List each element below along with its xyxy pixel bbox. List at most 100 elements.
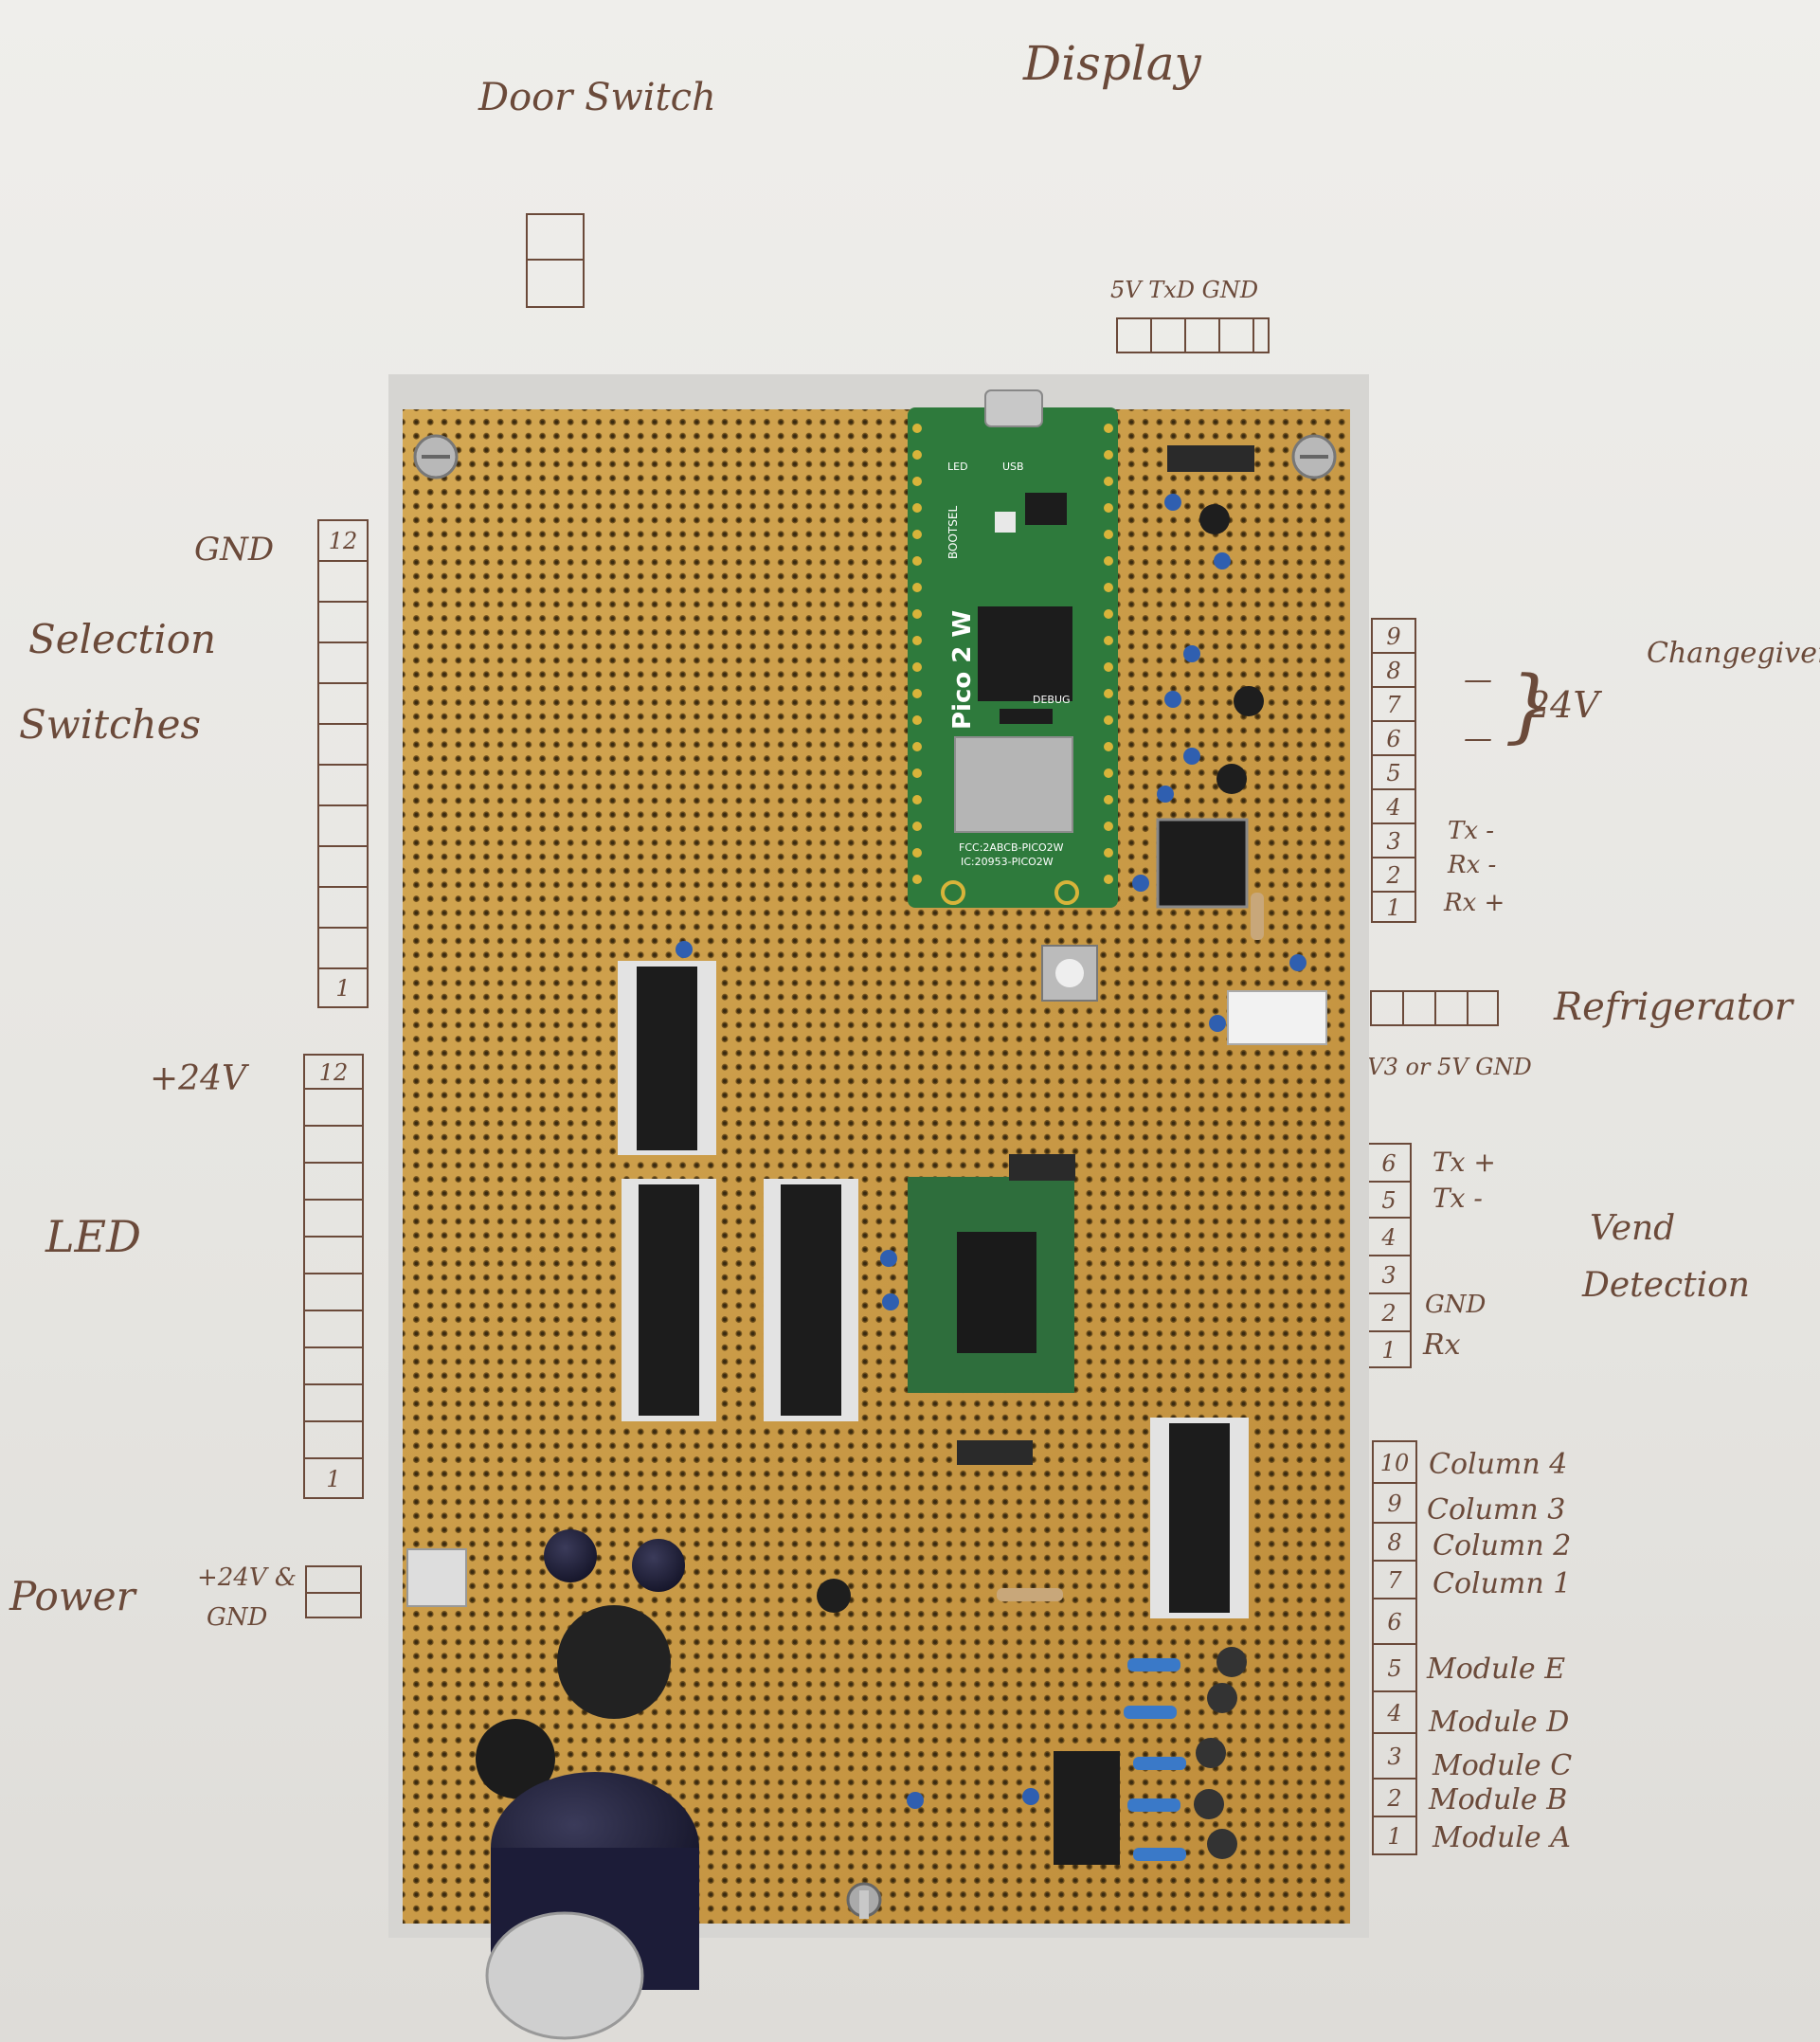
changegiver-pin-2: 2 xyxy=(1373,858,1415,893)
changegiver-dash-6: — xyxy=(1464,722,1492,755)
bridge-rectifier xyxy=(476,1719,555,1798)
pico-2w-board xyxy=(908,389,1118,908)
module-pin-10: 10 xyxy=(1374,1442,1415,1484)
wifi-module-shield xyxy=(954,736,1073,833)
changegiver-pin-6: 6 xyxy=(1373,722,1415,756)
selection-label: Selection xyxy=(28,616,217,662)
changegiver-pin-9: 9 xyxy=(1373,620,1415,654)
door-switch-label: Door Switch xyxy=(478,76,716,119)
led-pin-bottom: 1 xyxy=(326,1466,341,1492)
vend-pin-2-label: GND xyxy=(1425,1291,1487,1319)
plus24v-label: +24V xyxy=(150,1059,246,1098)
screw-top-left xyxy=(413,434,459,479)
resistors xyxy=(997,893,1264,1861)
dip-ic-3 xyxy=(764,1179,858,1421)
rs485-module xyxy=(908,1154,1075,1393)
module-pin-7: 7 xyxy=(1374,1562,1415,1599)
display-pins-label: 5V TxD GND xyxy=(1110,277,1259,303)
power-terminal xyxy=(406,1548,467,1607)
reset-button xyxy=(1041,945,1098,1002)
changegiver-pin-2-label: Rx - xyxy=(1448,851,1497,879)
power-label: Power xyxy=(9,1573,135,1619)
module-pin-3: 3 xyxy=(1374,1734,1415,1780)
changegiver-dash-8: — xyxy=(1464,663,1492,696)
changegiver-label: Changegiver xyxy=(1647,637,1820,670)
display-header xyxy=(1167,445,1254,472)
module-b-label: Module B xyxy=(1429,1783,1568,1816)
changegiver-pin-7: 7 xyxy=(1373,688,1415,722)
pico-debug-text: DEBUG xyxy=(1033,694,1071,706)
column-2-label: Column 2 xyxy=(1433,1529,1572,1563)
large-electrolytic-capacitor xyxy=(485,1772,699,2040)
pico-name-text: Pico 2 W xyxy=(948,610,977,730)
resistor-array xyxy=(957,1440,1033,1465)
power-pins-label-b: GND xyxy=(207,1603,268,1632)
dip-ic-4 xyxy=(1150,1418,1249,1618)
column-4-label: Column 4 xyxy=(1429,1448,1568,1481)
gnd-top-label: GND xyxy=(194,531,275,569)
vend-pin-5-label: Tx - xyxy=(1433,1183,1483,1214)
column-3-label: Column 3 xyxy=(1427,1493,1566,1527)
module-pin-9: 9 xyxy=(1374,1484,1415,1524)
dip-ic-1 xyxy=(618,961,716,1155)
vend-pin-4: 4 xyxy=(1368,1219,1410,1256)
column-1-label: Column 1 xyxy=(1433,1567,1572,1600)
changegiver-pin-5: 5 xyxy=(1373,756,1415,790)
changegiver-pin-3-label: Tx - xyxy=(1448,817,1495,845)
module-c-label: Module C xyxy=(1433,1749,1573,1782)
module-d-label: Module D xyxy=(1429,1706,1570,1739)
rp2350-chip xyxy=(978,606,1072,701)
vend-pin-6-label: Tx + xyxy=(1433,1147,1496,1178)
refrigerator-jst-connector xyxy=(1227,990,1327,1045)
vend-pin-2: 2 xyxy=(1368,1294,1410,1332)
module-pin-6: 6 xyxy=(1374,1599,1415,1645)
module-pin-5: 5 xyxy=(1374,1645,1415,1692)
pico-fcc-text: FCC:2ABCB-PICO2W xyxy=(959,841,1064,854)
vend-pin-1: 1 xyxy=(1381,1337,1397,1364)
selection-pin-bottom: 1 xyxy=(335,975,351,1002)
display-label: Display xyxy=(1023,36,1201,91)
module-e-label: Module E xyxy=(1427,1653,1566,1686)
changegiver-pin-1: 1 xyxy=(1386,895,1401,921)
pico-usb-text: USB xyxy=(1002,461,1024,473)
changegiver-pin-1-label: Rx + xyxy=(1444,889,1505,917)
module-pin-8: 8 xyxy=(1374,1524,1415,1562)
power-connector xyxy=(305,1565,362,1618)
usb-port xyxy=(984,389,1043,427)
power-pins-label-a: +24V & xyxy=(197,1563,297,1592)
detection-label: Detection xyxy=(1582,1266,1750,1305)
ceramic-capacitors xyxy=(676,494,1306,1809)
switches-label: Switches xyxy=(19,701,202,748)
vend-pin-5: 5 xyxy=(1368,1183,1410,1219)
electrolytic-cap-2 xyxy=(632,1539,685,1592)
inductor xyxy=(557,1605,671,1719)
led-pin-top: 12 xyxy=(305,1056,362,1090)
pico-led-text: LED xyxy=(947,461,968,473)
changegiver-pin-3: 3 xyxy=(1373,824,1415,858)
changegiver-connector: 9 8 7 6 5 4 3 2 1 xyxy=(1371,618,1416,923)
refrigerator-pins-label: 3V3 or 5V GND xyxy=(1353,1054,1532,1080)
selection-pin-top: 12 xyxy=(319,521,367,562)
led-connector: 12 1 xyxy=(303,1054,364,1499)
screw-bottom xyxy=(846,1882,882,1919)
vend-pin-1-label: Rx xyxy=(1423,1328,1461,1362)
dip8-chip xyxy=(1156,818,1249,909)
vend-label: Vend xyxy=(1590,1209,1676,1248)
refrigerator-connector xyxy=(1370,990,1499,1026)
transistors-top xyxy=(817,504,1264,1859)
module-pin-4: 4 xyxy=(1374,1692,1415,1734)
selection-switches-connector: 12 1 xyxy=(317,519,369,1008)
vend-pin-3: 3 xyxy=(1368,1256,1410,1294)
dip-ic-2 xyxy=(622,1179,716,1421)
pico-bootsel-text: BOOTSEL xyxy=(946,506,960,559)
screw-top-right xyxy=(1291,434,1337,479)
door-switch-box xyxy=(526,213,585,308)
module-pin-1: 1 xyxy=(1387,1823,1402,1850)
led-label: LED xyxy=(45,1211,142,1262)
changegiver-brace: } xyxy=(1505,659,1556,751)
electrolytic-cap-1 xyxy=(544,1529,597,1582)
changegiver-24v-label: 24V xyxy=(1527,684,1599,726)
bootsel-button xyxy=(995,512,1016,533)
voltage-regulator xyxy=(1054,1751,1120,1865)
